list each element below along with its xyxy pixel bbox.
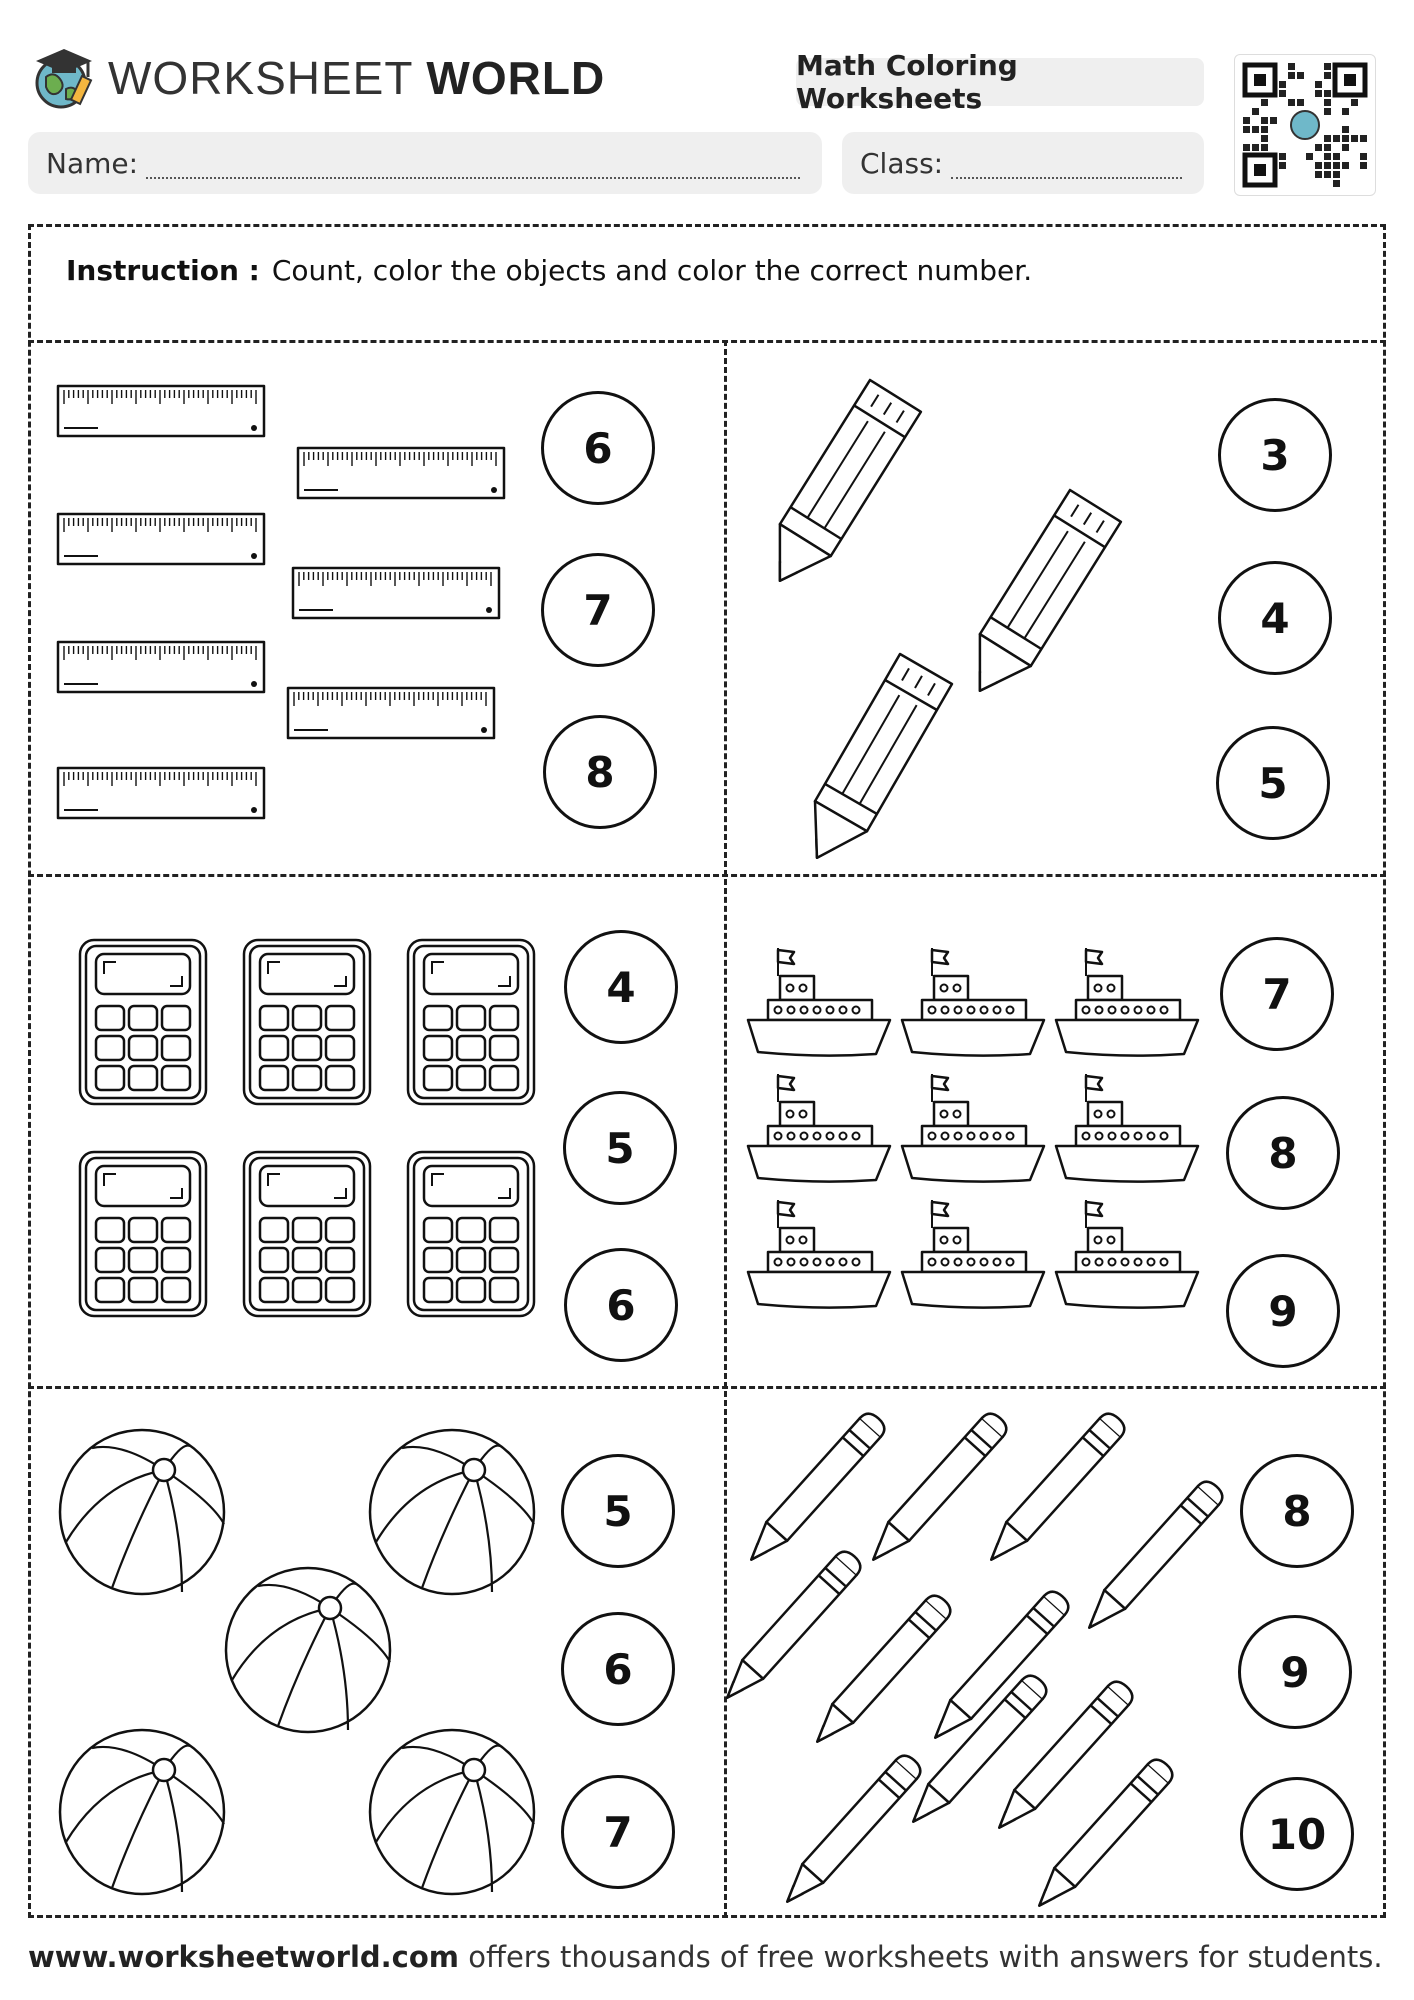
ship-icon (1054, 1074, 1200, 1183)
instruction-label: Instruction : (66, 254, 260, 287)
number-choice-circle[interactable]: 7 (1220, 937, 1334, 1051)
beach-ball-icon (58, 1428, 226, 1596)
beach-ball-icon (368, 1428, 536, 1596)
number-choice-circle[interactable]: 5 (1216, 726, 1330, 840)
beach-ball-icon (224, 1566, 392, 1734)
number-choice-circle[interactable]: 7 (561, 1775, 675, 1889)
number-choice-circle[interactable]: 6 (564, 1248, 678, 1362)
number-choice-circle[interactable]: 9 (1238, 1615, 1352, 1729)
pencil-icon (934, 1590, 1070, 1739)
calculator-icon (78, 938, 208, 1106)
calculator-icon (406, 1150, 536, 1318)
footer: www.worksheetworld.com offers thousands … (28, 1940, 1383, 1974)
pencil-icon (816, 1594, 952, 1743)
ruler-icon (296, 446, 506, 500)
ruler-icon (56, 512, 266, 566)
pencil-icon (990, 1412, 1126, 1561)
number-choice-circle[interactable]: 3 (1218, 398, 1332, 512)
ruler-icon (56, 766, 266, 820)
number-choice-circle[interactable]: 6 (561, 1612, 675, 1726)
pencil-icon (786, 1754, 922, 1903)
beach-ball-icon (368, 1728, 536, 1896)
crayon-icon (778, 378, 923, 583)
pencil-icon (726, 1550, 862, 1699)
pencil-icon (872, 1412, 1008, 1561)
ship-icon (746, 948, 892, 1057)
divider (28, 1386, 1386, 1389)
ship-icon (900, 1074, 1046, 1183)
calculator-icon (406, 938, 536, 1106)
pencil-icon (1088, 1480, 1224, 1629)
name-dotted-line[interactable] (146, 147, 800, 179)
divider (28, 874, 1386, 877)
number-choice-circle[interactable]: 4 (564, 930, 678, 1044)
class-label: Class: (860, 146, 944, 180)
ship-icon (746, 1200, 892, 1309)
worksheet-frame (28, 224, 1386, 1918)
qr-code-icon (1234, 54, 1376, 196)
brand-name-bold: WORLD (426, 52, 606, 104)
footer-text: offers thousands of free worksheets with… (459, 1940, 1383, 1974)
ruler-icon (286, 686, 496, 740)
ruler-icon (56, 640, 266, 694)
number-choice-circle[interactable]: 10 (1240, 1777, 1354, 1891)
ship-icon (1054, 1200, 1200, 1309)
class-field[interactable]: Class: (842, 132, 1204, 194)
number-choice-circle[interactable]: 5 (563, 1091, 677, 1205)
number-choice-circle[interactable]: 8 (1240, 1454, 1354, 1568)
ruler-icon (56, 384, 266, 438)
pencil-icon (912, 1674, 1048, 1823)
brand-name-light: WORKSHEET (108, 52, 413, 104)
brand-logo: WORKSHEET WORLD (28, 38, 605, 118)
calculator-icon (242, 938, 372, 1106)
name-label: Name: (46, 146, 139, 180)
pencil-icon (998, 1680, 1134, 1829)
ship-icon (1054, 948, 1200, 1057)
beach-ball-icon (58, 1728, 226, 1896)
ruler-icon (291, 566, 501, 620)
number-choice-circle[interactable]: 5 (561, 1454, 675, 1568)
globe-logo-icon (35, 49, 93, 109)
divider (28, 340, 1386, 343)
crayon-icon (813, 652, 954, 860)
name-field[interactable]: Name: (28, 132, 822, 194)
pencil-icon (1038, 1758, 1174, 1907)
instruction: Instruction : Count, color the objects an… (66, 254, 1032, 287)
number-choice-circle[interactable]: 8 (543, 715, 657, 829)
number-choice-circle[interactable]: 9 (1226, 1254, 1340, 1368)
ship-icon (900, 948, 1046, 1057)
number-choice-circle[interactable]: 6 (541, 391, 655, 505)
number-choice-circle[interactable]: 7 (541, 553, 655, 667)
pencil-icon (750, 1412, 886, 1561)
number-choice-circle[interactable]: 4 (1218, 561, 1332, 675)
ship-icon (900, 1200, 1046, 1309)
footer-url[interactable]: www.worksheetworld.com (28, 1940, 460, 1974)
crayon-icon (978, 488, 1123, 693)
divider (724, 340, 727, 1918)
calculator-icon (242, 1150, 372, 1318)
calculator-icon (78, 1150, 208, 1318)
ship-icon (746, 1074, 892, 1183)
number-choice-circle[interactable]: 8 (1226, 1096, 1340, 1210)
instruction-text: Count, color the objects and color the c… (271, 254, 1033, 287)
class-dotted-line[interactable] (951, 147, 1182, 179)
